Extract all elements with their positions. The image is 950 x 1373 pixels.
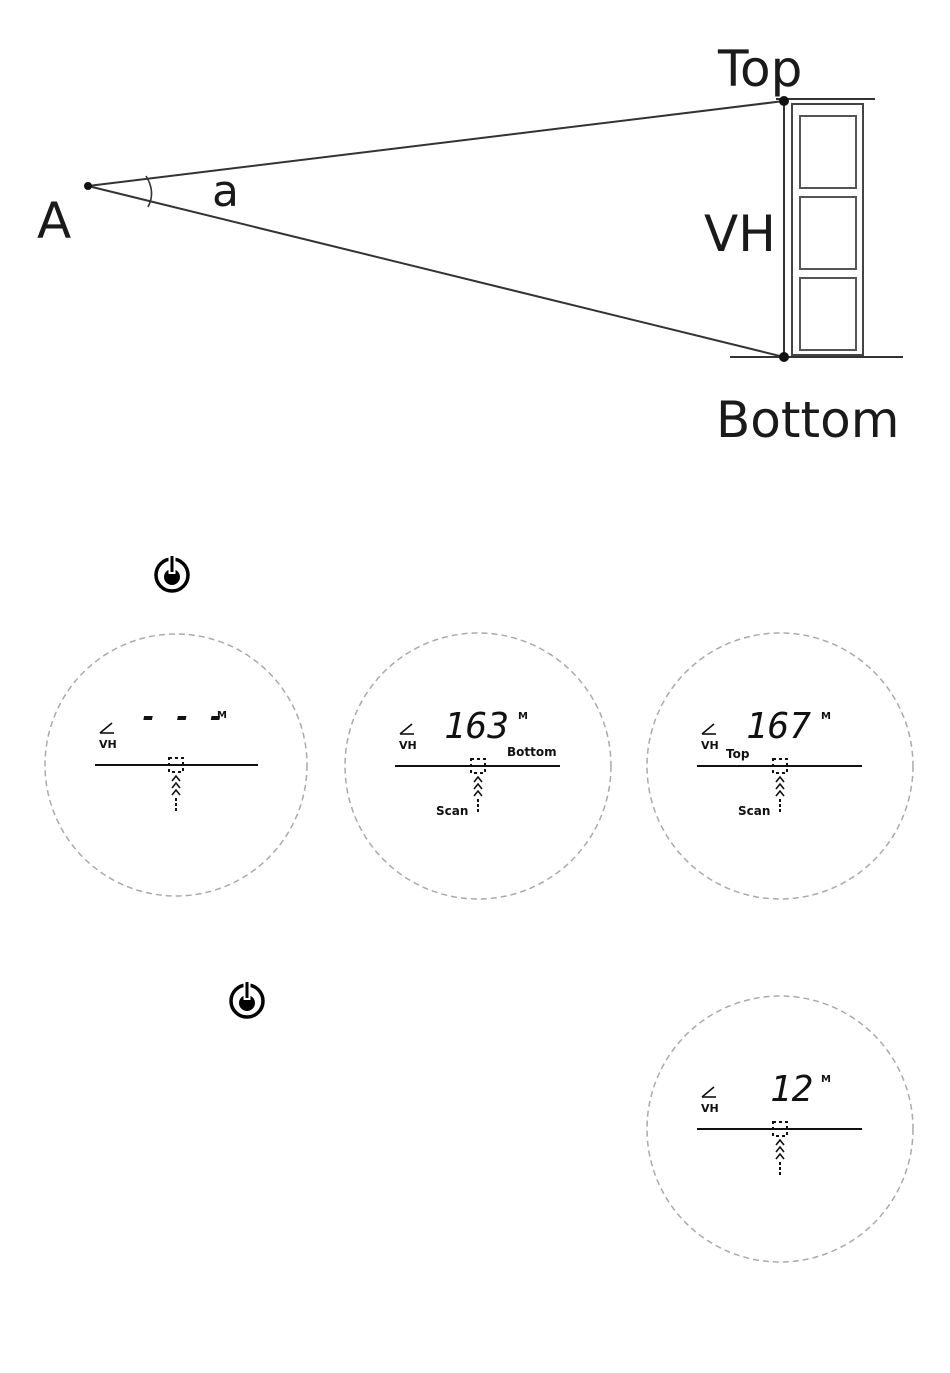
window (800, 116, 856, 188)
window (800, 197, 856, 269)
scan-label: Scan (738, 804, 770, 818)
bottom-label: Bottom (716, 391, 899, 449)
angle-icon (702, 724, 716, 734)
point-label: A (37, 192, 71, 250)
mode-label: VH (399, 739, 417, 752)
observer-point (84, 182, 92, 190)
top-label: Top (717, 40, 802, 98)
angle-icon (100, 723, 114, 733)
angle-icon (400, 724, 414, 734)
unit-label: M (518, 711, 528, 722)
bottom-point (779, 352, 789, 362)
lower-sight-line (88, 186, 784, 357)
distance-reading: - - - (140, 700, 224, 733)
target-marker: Bottom (507, 745, 557, 759)
mode-label: VH (701, 1102, 719, 1115)
unit-label: M (821, 711, 831, 722)
distance-reading: 163 (444, 706, 509, 747)
lcd-display-3: VH Top 167 M Scan (647, 633, 913, 899)
distance-reading: 12 (770, 1069, 813, 1110)
angle-arc (146, 176, 152, 207)
geometry-diagram: A a Top VH Bottom (37, 40, 903, 449)
distance-reading: 167 (746, 706, 811, 747)
angle-label: a (212, 166, 239, 217)
unit-label: M (217, 710, 227, 721)
scan-label: Scan (436, 804, 468, 818)
target-marker: Top (726, 747, 750, 761)
angle-icon (702, 1087, 716, 1097)
upper-sight-line (88, 101, 784, 186)
building (792, 104, 863, 355)
mode-label: VH (701, 739, 719, 752)
height-label: VH (704, 205, 776, 263)
window (800, 278, 856, 350)
power-icon[interactable] (231, 981, 263, 1017)
lcd-display-1: VH - - - M (45, 634, 307, 896)
power-icon[interactable] (156, 555, 188, 591)
lcd-display-4: VH 12 M (647, 996, 913, 1262)
lcd-display-2: VH 163 M Bottom Scan (345, 633, 611, 899)
mode-label: VH (99, 738, 117, 751)
unit-label: M (821, 1074, 831, 1085)
